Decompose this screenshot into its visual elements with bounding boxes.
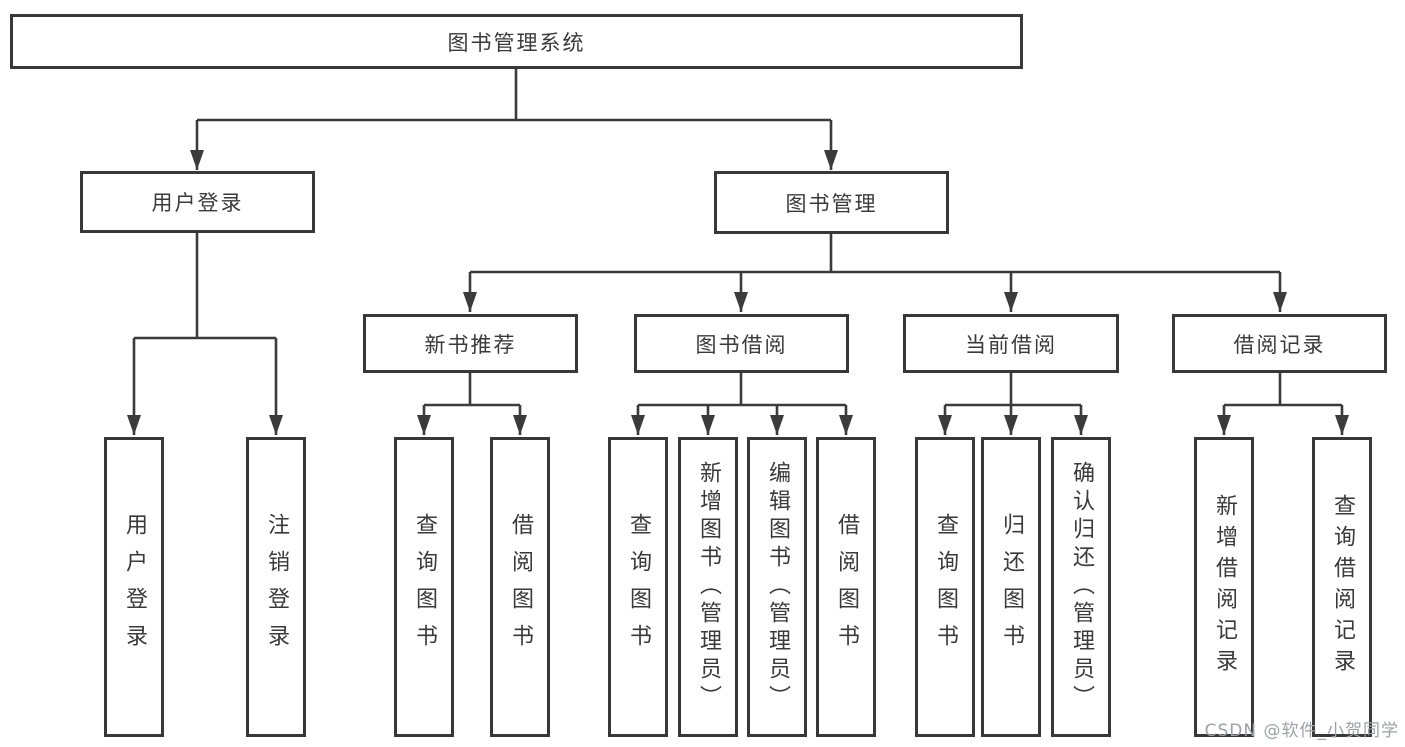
leaf-user-login: 用户登录 bbox=[104, 437, 164, 737]
node-book-management: 图书管理 bbox=[714, 171, 949, 234]
leaf-add-book-admin: 新增图书（管理员） bbox=[678, 437, 738, 737]
leaf-query-borrow-record: 查询借阅记录 bbox=[1312, 437, 1372, 737]
csdn-watermark: CSDN @软件_小贺同学 bbox=[1204, 721, 1399, 741]
leaf-return-books: 归还图书 bbox=[981, 437, 1041, 737]
leaf-borrow-books: 借阅图书 bbox=[816, 437, 876, 737]
leaf-logout: 注销登录 bbox=[246, 437, 306, 737]
node-root-system: 图书管理系统 bbox=[10, 14, 1023, 69]
leaf-edit-book-admin: 编辑图书（管理员） bbox=[747, 437, 807, 737]
leaf-borrow-query-books: 查询图书 bbox=[608, 437, 668, 737]
node-borrow-records: 借阅记录 bbox=[1172, 314, 1387, 373]
node-new-book-recommend: 新书推荐 bbox=[363, 314, 578, 373]
node-current-borrow: 当前借阅 bbox=[903, 314, 1119, 373]
leaf-recommend-borrow-books: 借阅图书 bbox=[490, 437, 550, 737]
leaf-current-query-books: 查询图书 bbox=[915, 437, 975, 737]
leaf-recommend-query-books: 查询图书 bbox=[394, 437, 454, 737]
node-book-borrow: 图书借阅 bbox=[634, 314, 849, 373]
node-user-login: 用户登录 bbox=[80, 171, 315, 233]
leaf-confirm-return-admin: 确认归还（管理员） bbox=[1051, 437, 1111, 737]
leaf-add-borrow-record: 新增借阅记录 bbox=[1194, 437, 1254, 737]
